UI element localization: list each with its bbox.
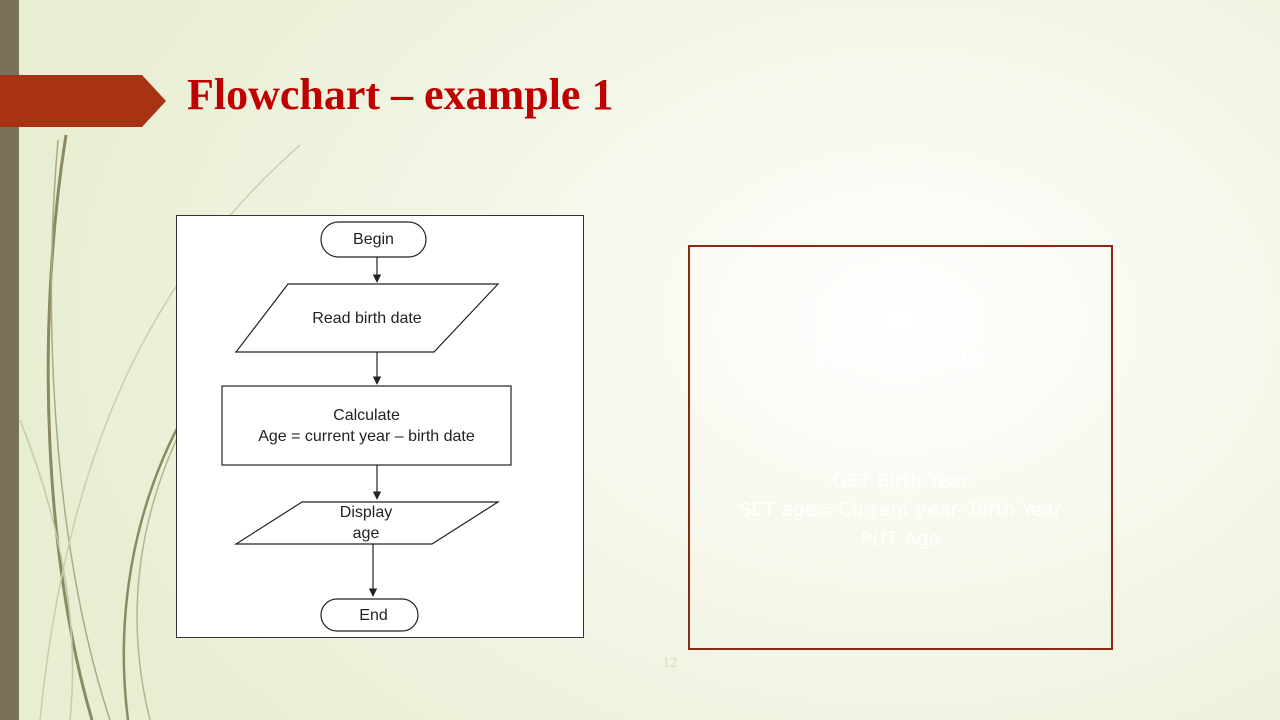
output-text-line2: age (352, 525, 380, 542)
read-input-text: Read birth date (312, 309, 422, 327)
input-parallelogram-shape (234, 283, 500, 353)
read-input-label: Read birth date (262, 284, 472, 352)
end-terminal-shape (320, 598, 419, 632)
pseudocode-heading: Pseudocode (814, 342, 987, 373)
pseudocode-lines: GET Birth Year SET age= Current year- Bi… (688, 467, 1113, 554)
page-number: 12 (662, 655, 678, 671)
left-accent-bar (0, 0, 19, 720)
pseudocode-line: SET age= Current year- Birth Year (739, 499, 1062, 521)
output-label: Display age (316, 502, 416, 544)
process-label: Calculate Age = current year – birth dat… (222, 386, 511, 465)
title-arrow-icon (0, 75, 166, 127)
slide-title: Flowchart – example 1 (187, 70, 614, 119)
process-rectangle-shape (221, 385, 512, 466)
end-label: End (325, 599, 422, 631)
pseudocode-line: GET Birth Year (832, 470, 969, 492)
begin-label: Begin (321, 222, 426, 257)
begin-text: Begin (353, 231, 394, 248)
output-parallelogram-shape (233, 501, 501, 545)
pseudocode-line: PUT Age (860, 528, 941, 550)
end-text: End (359, 606, 388, 624)
begin-terminal-shape (320, 221, 427, 258)
process-text-line1: Calculate (333, 406, 400, 424)
output-text-line1: Display (339, 504, 393, 521)
pseudocode-box (688, 245, 1113, 650)
process-text-line2: Age = current year – birth date (258, 427, 475, 445)
